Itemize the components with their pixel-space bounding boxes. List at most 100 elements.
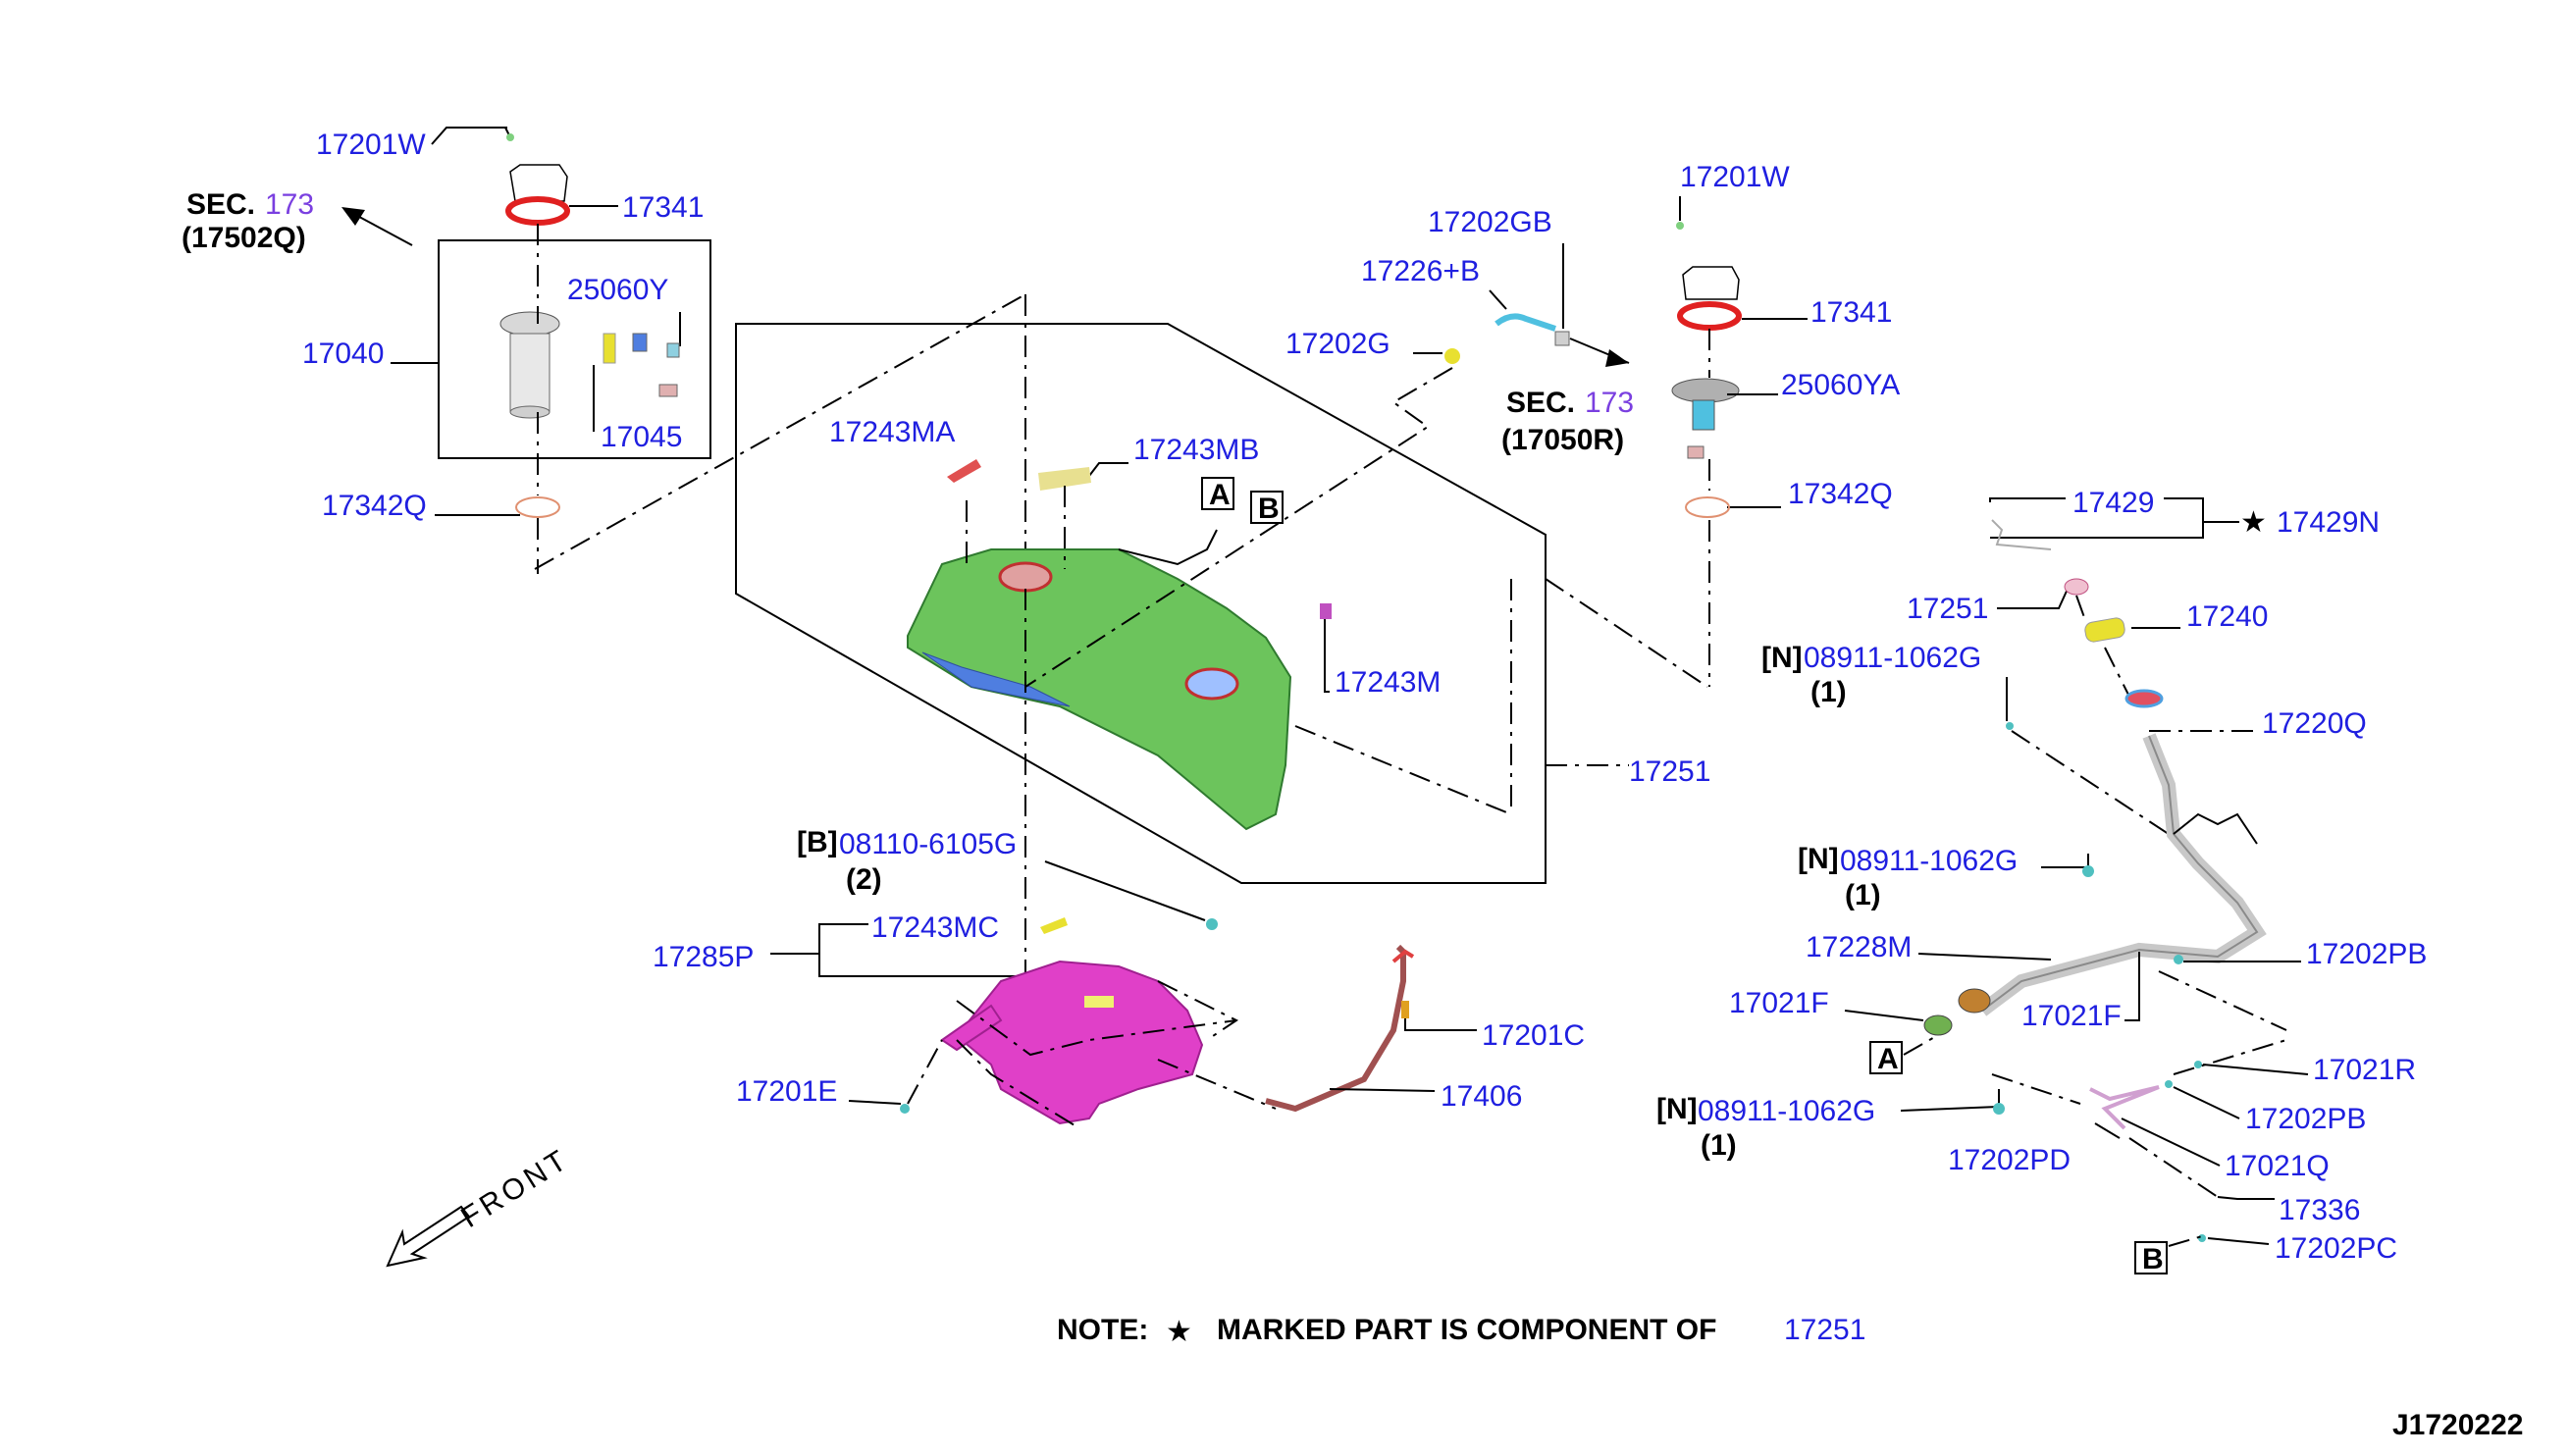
label-17201W-top[interactable]: 17201W <box>316 129 426 161</box>
label-17045[interactable]: 17045 <box>601 421 682 453</box>
n2-bracket: [N] <box>1798 843 1839 875</box>
label-17202PD[interactable]: 17202PD <box>1948 1144 2071 1176</box>
note-star-icon: ★ <box>1166 1316 1192 1348</box>
filler-neck-group: 17429 ★ 17429N 17251 17240 [N] 08911-106… <box>1656 487 2427 1275</box>
front-indicator: FRONT <box>386 1143 575 1268</box>
label-17251-mid[interactable]: 17251 <box>1629 755 1710 788</box>
sec173-left-prefix: SEC. <box>186 188 255 221</box>
label-17243MB[interactable]: 17243MB <box>1133 434 1259 466</box>
note-prefix: NOTE: <box>1057 1314 1148 1346</box>
note-text: MARKED PART IS COMPONENT OF <box>1217 1314 1716 1346</box>
label-17202G[interactable]: 17202G <box>1285 328 1390 360</box>
hose-17021F-icon <box>1958 988 1991 1014</box>
label-17202PB-a[interactable]: 17202PB <box>2306 938 2427 970</box>
note-part-link[interactable]: 17251 <box>1784 1314 1865 1346</box>
left-pump-group: 17201W 17341 SEC. 173 (17502Q) 17040 250… <box>182 127 711 574</box>
hose-17021Q-icon <box>2089 1085 2160 1130</box>
ref-box-A-right-label: A <box>1877 1043 1899 1075</box>
ref-box-B-top-label: B <box>1258 493 1280 525</box>
ref-box-B-right <box>2134 1241 2168 1274</box>
seal-17342Q-left-icon <box>515 496 560 518</box>
label-17021R[interactable]: 17021R <box>2313 1054 2416 1086</box>
heat-shield-group: [B] 08110-6105G (2) 17243MC 17285P 17201… <box>653 826 1585 1129</box>
label-17021Q[interactable]: 17021Q <box>2225 1150 2330 1182</box>
sender-25060YA-icon <box>1671 378 1740 403</box>
pump-cage-right-icon <box>1682 266 1740 300</box>
ref-box-A-top <box>1201 477 1234 510</box>
pump-assembly-box <box>438 239 711 459</box>
label-17429N[interactable]: 17429N <box>2277 506 2380 539</box>
label-17202PC[interactable]: 17202PC <box>2275 1232 2397 1265</box>
pump-cage-icon <box>509 164 568 202</box>
label-17342Q-left[interactable]: 17342Q <box>322 490 427 522</box>
part-17243M-icon <box>1320 603 1332 619</box>
label-17406[interactable]: 17406 <box>1441 1080 1522 1113</box>
ref-box-A-right <box>1869 1041 1903 1074</box>
label-17342Q-right[interactable]: 17342Q <box>1788 478 1893 510</box>
label-17429[interactable]: 17429 <box>2072 487 2154 519</box>
filler-cap-17240-icon <box>2084 617 2125 643</box>
label-17341-left[interactable]: 17341 <box>622 191 704 224</box>
n3-qty: (1) <box>1701 1129 1737 1162</box>
label-17228M[interactable]: 17228M <box>1806 931 1912 963</box>
front-arrow-icon <box>386 1205 471 1268</box>
n1-bracket: [N] <box>1761 642 1803 674</box>
label-17226B[interactable]: 17226+B <box>1361 255 1480 287</box>
diagram-id: J1720222 <box>2392 1409 2523 1441</box>
label-17285P[interactable]: 17285P <box>653 941 754 973</box>
fuel-tank-icon <box>907 548 1292 831</box>
label-17341-right[interactable]: 17341 <box>1810 296 1892 329</box>
clip-17202G-icon <box>1444 348 1460 364</box>
filler-tube-icon <box>1977 733 2267 1016</box>
label-17251-right[interactable]: 17251 <box>1907 593 1988 625</box>
b-bracket: [B] <box>797 826 838 858</box>
part-17243MB-icon <box>1038 467 1091 491</box>
label-25060Y[interactable]: 25060Y <box>567 274 668 306</box>
arrow-left-icon <box>341 207 365 226</box>
label-17202PB-b[interactable]: 17202PB <box>2245 1103 2366 1135</box>
fuel-pump-icon <box>499 311 680 419</box>
ref-box-B-right-label: B <box>2142 1243 2164 1275</box>
label-08911-1062G-a[interactable]: 08911-1062G <box>1804 642 1981 674</box>
n3-bracket: [N] <box>1656 1093 1698 1125</box>
label-25060YA[interactable]: 25060YA <box>1781 369 1900 401</box>
label-17021F-b[interactable]: 17021F <box>2021 1000 2122 1032</box>
sec173-right-prefix: SEC. <box>1506 387 1575 419</box>
tank-outline-box <box>735 323 1547 884</box>
label-17021F-a[interactable]: 17021F <box>1729 987 1829 1019</box>
label-17201W-right[interactable]: 17201W <box>1680 161 1790 193</box>
cap-17429-icon <box>1991 519 2052 550</box>
bolt-08110-icon <box>1206 918 1218 930</box>
right-pump-group: 17201W 17341 25060YA 17342Q <box>1671 161 1900 687</box>
label-08911-1062G-c[interactable]: 08911-1062G <box>1698 1095 1875 1127</box>
fuel-tank-group: 17243MA 17243MB A B 17243M 17251 <box>735 323 1710 1040</box>
ref-box-B-top <box>1250 491 1284 524</box>
label-17240[interactable]: 17240 <box>2186 600 2268 633</box>
label-17202GB[interactable]: 17202GB <box>1428 206 1552 238</box>
sec173-right-link[interactable]: 173 <box>1585 387 1634 419</box>
hose-17226B-icon <box>1495 313 1556 332</box>
n2-qty: (1) <box>1845 879 1881 911</box>
label-17336[interactable]: 17336 <box>2279 1194 2360 1226</box>
label-17220Q[interactable]: 17220Q <box>2262 707 2367 740</box>
label-17243MA[interactable]: 17243MA <box>829 416 955 448</box>
vent-hose-group: 17202GB 17226+B 17202G SEC. 173 (17050R) <box>1024 206 1634 688</box>
label-17243MC[interactable]: 17243MC <box>871 911 999 944</box>
b-qty: (2) <box>846 863 882 896</box>
label-08110-6105G[interactable]: 08110-6105G <box>839 828 1017 860</box>
sec173-left-link[interactable]: 173 <box>265 188 314 221</box>
part-17243MA-icon <box>947 459 981 483</box>
sec173-right-code: (17050R) <box>1501 424 1624 456</box>
label-17201E[interactable]: 17201E <box>736 1075 837 1108</box>
label-17243M[interactable]: 17243M <box>1335 666 1441 699</box>
ring-17341-left-icon <box>505 196 570 226</box>
sec173-left-code: (17502Q) <box>182 222 306 254</box>
star-icon: ★ <box>2240 506 2267 539</box>
label-17040[interactable]: 17040 <box>302 338 384 370</box>
label-08911-1062G-b[interactable]: 08911-1062G <box>1840 845 2018 877</box>
label-17201C[interactable]: 17201C <box>1482 1019 1585 1052</box>
seal-17342Q-right-icon <box>1685 496 1730 518</box>
part-17220Q-icon <box>2124 689 2164 708</box>
part-17243MC-icon <box>1040 917 1068 934</box>
